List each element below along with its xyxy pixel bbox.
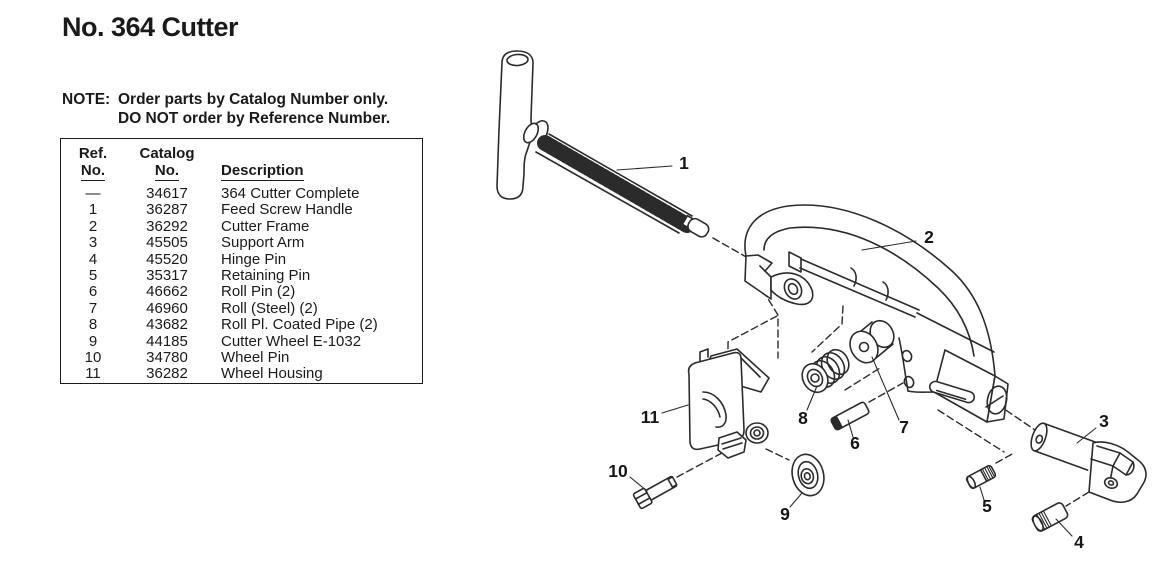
catalog-no-cell: 44185 — [146, 332, 188, 350]
catalog-no-cell: 36287 — [146, 201, 188, 219]
roll-steel-drawing — [849, 319, 895, 364]
description-cell: Hinge Pin — [221, 250, 287, 268]
wheel-housing-drawing — [687, 348, 770, 459]
table-row: 5 35317 Retaining Pin — [61, 267, 422, 285]
cutter-wheel-drawing — [791, 453, 825, 497]
catalog-no-cell: 46662 — [146, 283, 188, 301]
description-cell: Cutter Frame — [221, 217, 310, 235]
catalog-no-cell: 34780 — [146, 349, 188, 367]
ref-label-4: 4 — [1074, 532, 1084, 552]
hinge-pin-drawing — [1031, 502, 1069, 532]
table-row: 10 34780 Wheel Pin — [61, 349, 422, 367]
cutter-frame-drawing — [744, 204, 1009, 423]
table-row: 9 44185 Cutter Wheel E-1032 — [61, 332, 422, 350]
ref-label-1: 1 — [679, 153, 689, 173]
ref-no-cell: 1 — [88, 201, 98, 219]
ref-label-9: 9 — [780, 504, 790, 524]
description-cell: Support Arm — [221, 234, 305, 252]
table-row: 8 43682 Roll Pl. Coated Pipe (2) — [61, 316, 422, 334]
ref-label-2: 2 — [924, 227, 934, 247]
catalog-no-cell: 43682 — [146, 316, 188, 334]
description-cell: Feed Screw Handle — [221, 201, 353, 219]
label-leader-lines — [616, 165, 1097, 537]
catalog-no-cell: 36292 — [146, 217, 188, 235]
catalog-no-cell: 46960 — [146, 299, 188, 317]
ref-no-cell: 2 — [88, 217, 98, 235]
table-row: 11 36282 Wheel Housing — [61, 365, 422, 383]
parts-table-header: Ref. No. Catalog No. Description — [61, 145, 422, 181]
wheel-pin-drawing — [632, 475, 678, 510]
ref-no-cell: 3 — [88, 234, 98, 252]
page-title: No. 364 Cutter — [62, 12, 239, 42]
roll-pin-drawing — [830, 401, 870, 431]
feed-screw-handle-drawing — [496, 50, 710, 238]
ref-no-cell: 9 — [88, 332, 98, 350]
catalog-no-cell: 35317 — [146, 267, 188, 285]
note-line-2: DO NOT order by Reference Number. — [118, 110, 391, 127]
note-label: NOTE: — [62, 91, 111, 108]
table-row: 3 45505 Support Arm — [61, 234, 422, 252]
order-note: NOTE: Order parts by Catalog Number only… — [62, 90, 390, 128]
catalog-no-cell: 45505 — [146, 234, 188, 252]
ref-label-7: 7 — [899, 417, 909, 437]
ref-label-11: 11 — [641, 407, 660, 427]
description-cell: 364 Cutter Complete — [221, 185, 360, 202]
reference-number-labels: 1 2 3 4 5 6 7 8 9 10 11 — [608, 153, 1109, 552]
description-cell: Roll Pl. Coated Pipe (2) — [221, 316, 378, 334]
ref-no-cell: 8 — [88, 316, 98, 334]
description-cell: Retaining Pin — [221, 267, 311, 285]
table-row: 7 46960 Roll (Steel) (2) — [61, 299, 422, 317]
catalog-no-cell: 34617 — [146, 185, 188, 202]
table-row: 1 36287 Feed Screw Handle — [61, 201, 422, 219]
ref-label-6: 6 — [850, 433, 860, 453]
parts-table: Ref. No. Catalog No. Description — 34617… — [60, 138, 423, 384]
description-cell: Roll (Steel) (2) — [221, 299, 318, 317]
description-header: Description — [221, 162, 304, 181]
table-row: — 34617 364 Cutter Complete — [61, 185, 422, 202]
ref-no-cell: 6 — [88, 283, 98, 301]
description-cell: Roll Pin (2) — [221, 283, 296, 301]
ref-no-cell: 4 — [88, 250, 98, 268]
support-arm-drawing — [1030, 422, 1147, 504]
catalog-no-header: Catalog No. — [139, 145, 195, 181]
ref-label-8: 8 — [798, 408, 808, 428]
ref-label-5: 5 — [982, 496, 992, 516]
retaining-pin-drawing — [965, 464, 997, 490]
ref-no-cell: 5 — [88, 267, 98, 285]
note-line-1: Order parts by Catalog Number only. — [118, 91, 389, 108]
ref-label-3: 3 — [1099, 411, 1109, 431]
parts-table-rows: — 34617 364 Cutter Complete 1 36287 Feed… — [61, 185, 422, 383]
ref-no-cell: — — [85, 185, 101, 202]
description-cell: Wheel Pin — [221, 349, 290, 367]
table-row: 6 46662 Roll Pin (2) — [61, 283, 422, 301]
description-cell: Cutter Wheel E-1032 — [221, 332, 362, 350]
ref-no-cell: 7 — [88, 299, 98, 317]
ref-label-10: 10 — [608, 461, 628, 481]
ref-no-cell: 10 — [84, 349, 102, 367]
catalog-no-cell: 36282 — [146, 365, 188, 383]
ref-no-cell: 11 — [85, 365, 101, 383]
table-row: 4 45520 Hinge Pin — [61, 250, 422, 268]
ref-no-header: Ref. No. — [78, 145, 108, 181]
table-row: 2 36292 Cutter Frame — [61, 217, 422, 235]
description-cell: Wheel Housing — [221, 365, 323, 383]
roll-coated-pipe-drawing — [801, 348, 850, 394]
catalog-no-cell: 45520 — [146, 250, 188, 268]
